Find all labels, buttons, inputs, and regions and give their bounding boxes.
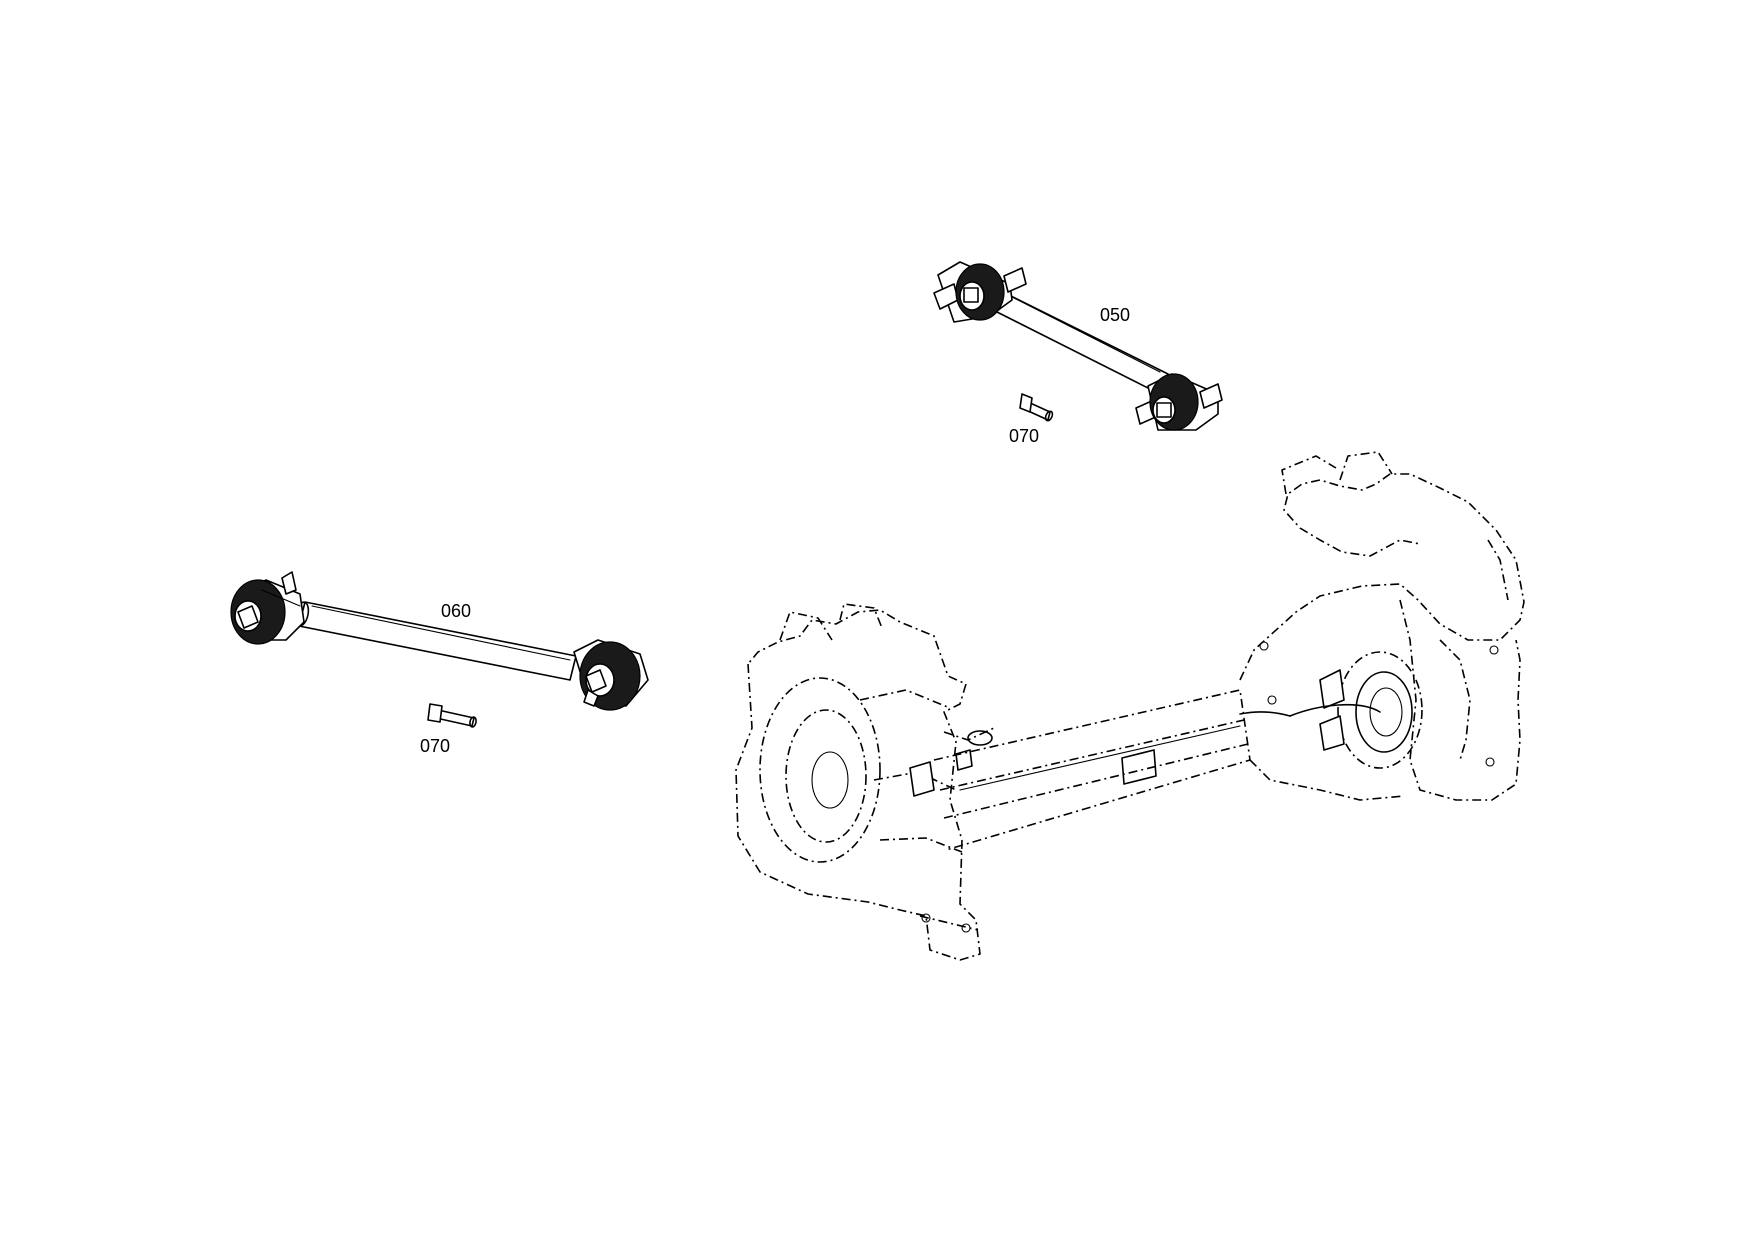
rod-050-left-eye	[933, 261, 1027, 323]
axle-beam	[933, 689, 1251, 851]
axle-right-wheel-end	[1239, 451, 1525, 801]
bolt-070-lower	[427, 703, 477, 728]
label-070-lower: 070	[420, 736, 450, 756]
rod-060-left-eye	[230, 571, 305, 645]
axle-housing	[735, 451, 1525, 961]
torque-rod-050	[933, 261, 1223, 431]
bolt-070-upper	[1019, 393, 1054, 422]
label-050: 050	[1100, 305, 1130, 325]
torque-rod-060	[230, 571, 649, 711]
rod-050-right-eye	[1135, 373, 1223, 431]
label-060: 060	[441, 601, 471, 621]
rod-060-right-eye	[573, 639, 649, 711]
axle-left-wheel-end	[735, 603, 981, 961]
label-070-upper: 070	[1009, 426, 1039, 446]
